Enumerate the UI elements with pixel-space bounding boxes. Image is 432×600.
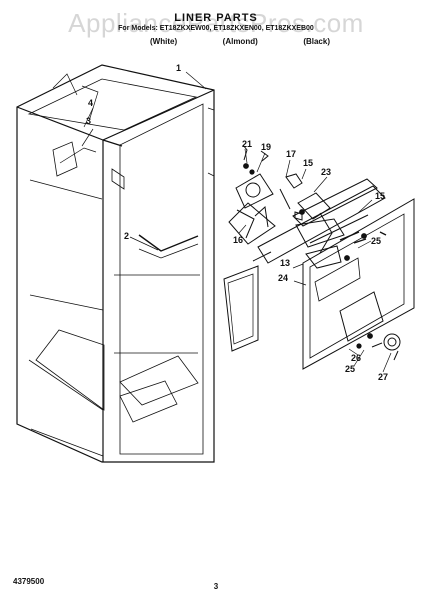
page-number: 3	[213, 582, 219, 591]
callout-13: 13	[280, 258, 290, 268]
callout-17: 17	[286, 149, 296, 159]
liner-cabinet	[16, 64, 215, 463]
model-list: For Models: ET18ZKXEW00, ET18ZKXEN00, ET…	[118, 25, 314, 32]
callout-25-upper: 25	[371, 236, 381, 246]
callout-16: 16	[233, 235, 243, 245]
color-label-white: (White)	[150, 37, 178, 46]
fan-assembly	[228, 144, 303, 245]
color-variants: (White) (Almond) (Black)	[150, 37, 330, 46]
callout-27: 27	[378, 372, 388, 382]
callout-26: 26	[351, 353, 361, 363]
leader-lines	[81, 71, 392, 373]
document-number: 4379500	[13, 577, 45, 586]
thermostat-cover	[223, 265, 259, 352]
knob-assembly	[371, 333, 401, 361]
watermark: AppliancePartsPros.com	[68, 8, 364, 38]
callout-24: 24	[278, 273, 288, 283]
callout-3: 3	[86, 116, 91, 126]
callout-19: 19	[261, 142, 271, 152]
callout-23: 23	[321, 167, 331, 177]
small-hardware	[243, 163, 373, 349]
callout-1: 1	[176, 63, 181, 73]
control-panel-assembly	[302, 198, 415, 370]
color-label-almond: (Almond)	[222, 37, 258, 46]
callout-21: 21	[242, 139, 252, 149]
callout-15-right: 15	[375, 191, 385, 201]
callout-labels: 1 4 3 21 19 17 15 23 15 2 16 25 13 24 26…	[86, 63, 388, 382]
color-label-black: (Black)	[303, 37, 330, 46]
air-duct-assembly	[252, 178, 386, 269]
callout-25-lower: 25	[345, 364, 355, 374]
callout-4: 4	[88, 98, 93, 108]
page-title: LINER PARTS	[174, 12, 258, 24]
callout-2: 2	[124, 231, 129, 241]
callout-15-upper: 15	[303, 158, 313, 168]
